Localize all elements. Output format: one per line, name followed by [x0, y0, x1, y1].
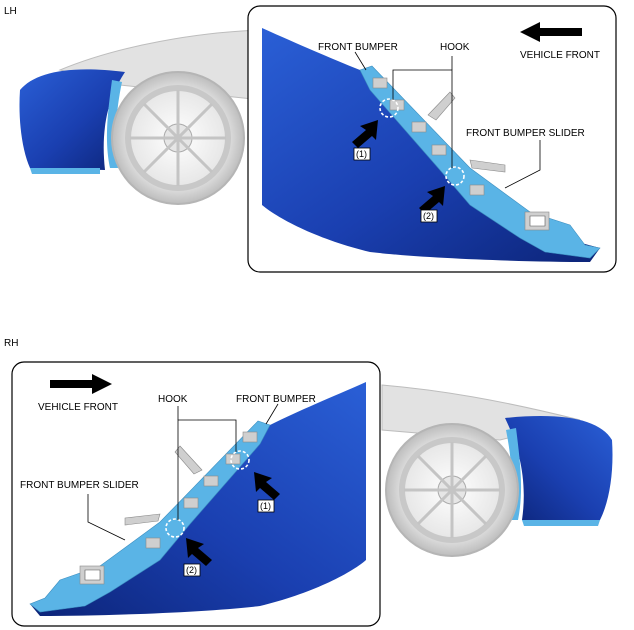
lh-vehicle-front-label: VEHICLE FRONT	[520, 50, 600, 61]
rh-wheel	[385, 423, 519, 557]
rh-overview-bumper	[505, 416, 613, 520]
rh-hook-2-marker	[165, 518, 185, 538]
lh-step-1-arrow	[352, 120, 378, 148]
rh-step-1-label: (1)	[260, 501, 271, 511]
rh-detail-bumper	[29, 382, 366, 616]
lh-leaders	[354, 51, 541, 189]
lh-vehicle-front-arrow	[520, 22, 582, 42]
rh-hook-1-marker	[230, 450, 250, 470]
lh-hook-2-marker	[445, 166, 465, 186]
rh-vehicle-front-arrow	[50, 374, 112, 394]
rh-leaders	[87, 403, 279, 541]
lh-hook-1-marker	[379, 98, 399, 118]
rh-vehicle-front-label: VEHICLE FRONT	[38, 402, 118, 413]
lh-front-bumper-label: FRONT BUMPER	[318, 42, 398, 53]
rh-car-overview	[381, 384, 613, 557]
lh-wheel	[111, 71, 245, 205]
rh-hook-label: HOOK	[158, 394, 188, 405]
lh-detail-bumper	[262, 28, 601, 262]
lh-step-1-label: (1)	[356, 149, 367, 159]
lh-side-label: LH	[4, 6, 17, 17]
rh-side-label: RH	[4, 338, 18, 349]
rh-slider-label: FRONT BUMPER SLIDER	[20, 480, 139, 491]
rh-section: RH	[4, 338, 613, 627]
lh-section: LH	[4, 5, 617, 273]
lh-car-overview	[19, 29, 263, 205]
lh-step-2-label: (2)	[423, 211, 434, 221]
rh-step-2-label: (2)	[186, 565, 197, 575]
lh-hook-label: HOOK	[440, 42, 470, 53]
lh-overview-bumper	[19, 69, 125, 170]
rh-step-2-arrow	[186, 538, 212, 566]
lh-slider-label: FRONT BUMPER SLIDER	[466, 128, 585, 139]
rh-front-bumper-label: FRONT BUMPER	[236, 394, 316, 405]
lh-step-2-arrow	[419, 186, 445, 214]
rh-step-1-arrow	[254, 472, 280, 500]
